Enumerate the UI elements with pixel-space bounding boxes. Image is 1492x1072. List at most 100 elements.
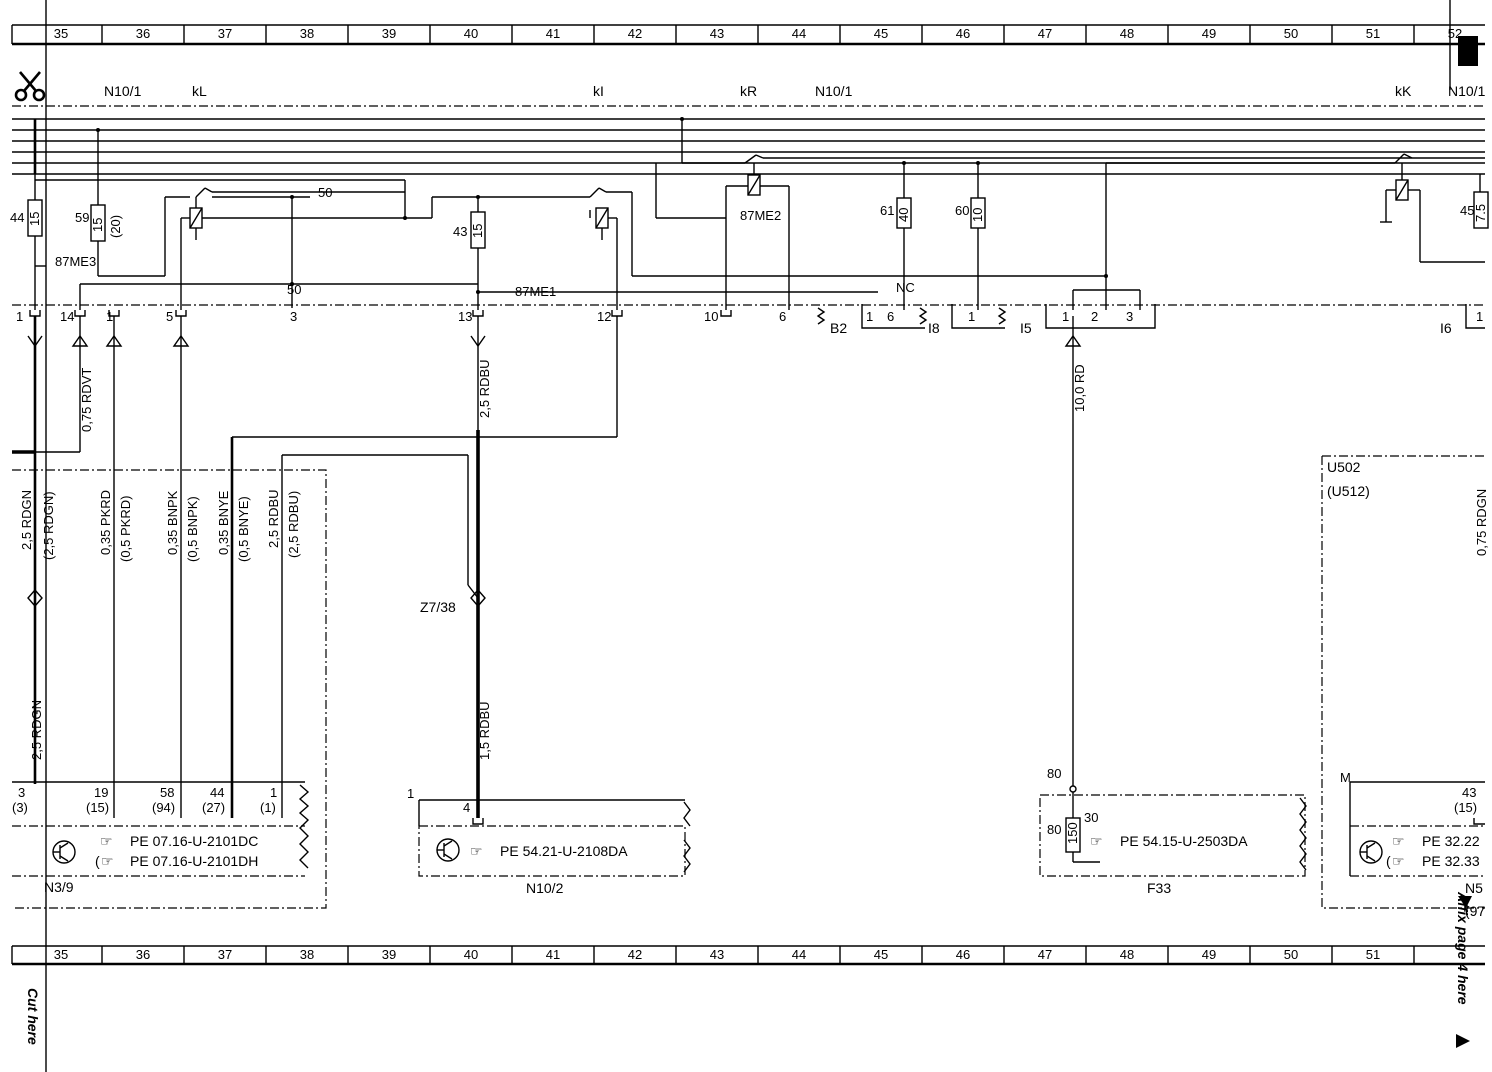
svg-text:87ME2: 87ME2 — [740, 208, 781, 223]
svg-text:6: 6 — [779, 309, 786, 324]
svg-text:☞: ☞ — [470, 843, 483, 859]
svg-text:I6: I6 — [1440, 320, 1452, 336]
svg-text:1: 1 — [866, 309, 873, 324]
cut-here-label: Cut here — [25, 988, 41, 1045]
bottom-ruler-number: 39 — [382, 947, 396, 962]
svg-text:(0,5 PKRD): (0,5 PKRD) — [118, 496, 133, 562]
module-f33: 80 30 150 80 ☞ PE 54.15-U-2503DA F33 — [1039, 766, 1307, 896]
label-n10-1-right: N10/1 — [1448, 83, 1486, 99]
svg-text:(0,5 BNPK): (0,5 BNPK) — [185, 496, 200, 562]
svg-text:PE 32.33: PE 32.33 — [1422, 853, 1480, 869]
top-ruler-number: 36 — [136, 26, 150, 41]
top-ruler-number: 37 — [218, 26, 232, 41]
svg-text:(U512): (U512) — [1327, 483, 1370, 499]
module-n3-9: 2,5 RDGN (2,5 RDGN) 0,35 PKRD (0,5 PKRD)… — [12, 469, 327, 909]
svg-text:6: 6 — [887, 309, 894, 324]
bottom-ruler-number: 47 — [1038, 947, 1052, 962]
top-ruler-number: 45 — [874, 26, 888, 41]
page-marker — [1458, 36, 1478, 66]
arrow-down-icon — [1458, 896, 1472, 908]
svg-text:2,5 RDGN: 2,5 RDGN — [29, 700, 44, 760]
top-ruler-number: 35 — [54, 26, 68, 41]
top-ruler-number: 49 — [1202, 26, 1216, 41]
svg-text:(3): (3) — [12, 800, 28, 815]
svg-text:3: 3 — [1126, 309, 1133, 324]
bottom-ruler-number: 42 — [628, 947, 642, 962]
svg-text:(20): (20) — [108, 215, 123, 238]
bottom-ruler-number: 46 — [956, 947, 970, 962]
svg-text:80: 80 — [1047, 822, 1061, 837]
label-n10-1-mid: N10/1 — [815, 83, 853, 99]
svg-text:☞: ☞ — [1090, 833, 1103, 849]
svg-text:I5: I5 — [1020, 320, 1032, 336]
bottom-ruler-number: 51 — [1366, 947, 1380, 962]
svg-text:45: 45 — [1460, 203, 1474, 218]
svg-text:B2: B2 — [830, 320, 847, 336]
bottom-ruler-number: 49 — [1202, 947, 1216, 962]
svg-text:44: 44 — [210, 785, 224, 800]
svg-text:(2,5 RDGN): (2,5 RDGN) — [41, 491, 56, 560]
svg-text:19: 19 — [94, 785, 108, 800]
svg-text:40: 40 — [896, 208, 911, 222]
svg-text:50: 50 — [318, 185, 332, 200]
bottom-ruler-number: 36 — [136, 947, 150, 962]
svg-text:Z7/38: Z7/38 — [420, 599, 456, 615]
svg-text:U502: U502 — [1327, 459, 1361, 475]
top-ruler-number: 51 — [1366, 26, 1380, 41]
transistor-icon-u502 — [1359, 840, 1383, 864]
bottom-ruler-number: 48 — [1120, 947, 1134, 962]
fuse-59: 15 (20) 59 87ME3 — [55, 128, 190, 277]
label-kr: kR — [740, 83, 757, 99]
svg-text:0,75 RDVT: 0,75 RDVT — [79, 368, 94, 432]
svg-text:15: 15 — [27, 212, 42, 226]
svg-text:(1): (1) — [260, 800, 276, 815]
relay-kr — [725, 154, 1485, 310]
svg-text:PE 07.16-U-2101DC: PE 07.16-U-2101DC — [130, 833, 258, 849]
top-ruler-number: 50 — [1284, 26, 1298, 41]
svg-text:2,5 RDBU: 2,5 RDBU — [266, 489, 281, 548]
svg-text:87ME1: 87ME1 — [515, 284, 556, 299]
arrow-right-icon — [1456, 1034, 1470, 1048]
svg-text:13: 13 — [458, 309, 472, 324]
svg-text:PE 54.15-U-2503DA: PE 54.15-U-2503DA — [1120, 833, 1248, 849]
bottom-ruler-number: 41 — [546, 947, 560, 962]
svg-text:2,5 RDBU: 2,5 RDBU — [477, 359, 492, 418]
svg-text:(: ( — [1386, 853, 1391, 869]
top-ruler-number: 41 — [546, 26, 560, 41]
svg-text:10,0 RD: 10,0 RD — [1072, 364, 1087, 412]
svg-text:☞: ☞ — [101, 853, 114, 869]
relay-ki — [589, 187, 1106, 310]
svg-text:15: 15 — [90, 218, 105, 232]
svg-text:3: 3 — [290, 309, 297, 324]
relay-kk — [1380, 153, 1485, 263]
svg-text:N10/2: N10/2 — [526, 880, 564, 896]
svg-text:1: 1 — [16, 309, 23, 324]
svg-text:0,75 RDGN: 0,75 RDGN — [1474, 489, 1489, 556]
fuse-44: 15 44 — [10, 174, 46, 310]
svg-text:44: 44 — [10, 210, 24, 225]
top-ruler-number: 40 — [464, 26, 478, 41]
module-n10-2: 1 4 ☞ PE 54.21-U-2108DA N10/2 — [407, 786, 691, 896]
svg-text:43: 43 — [453, 224, 467, 239]
svg-text:0,35 PKRD: 0,35 PKRD — [98, 490, 113, 555]
bottom-ruler-number: 44 — [792, 947, 806, 962]
svg-text:10: 10 — [970, 208, 985, 222]
relay-kl: 50 50 — [35, 179, 407, 310]
svg-text:2,5 RDGN: 2,5 RDGN — [19, 490, 34, 550]
svg-text:15: 15 — [470, 224, 485, 238]
svg-text:80: 80 — [1047, 766, 1061, 781]
bottom-ruler-number: 45 — [874, 947, 888, 962]
svg-text:(0,5 BNYE): (0,5 BNYE) — [236, 496, 251, 562]
svg-text:M: M — [1340, 770, 1351, 785]
top-ruler-number: 44 — [792, 26, 806, 41]
svg-text:☞: ☞ — [100, 833, 113, 849]
svg-text:N5: N5 — [1465, 880, 1483, 896]
svg-text:(97: (97 — [1465, 903, 1485, 919]
svg-text:PE 07.16-U-2101DH: PE 07.16-U-2101DH — [130, 853, 258, 869]
svg-text:NC: NC — [896, 280, 915, 295]
svg-text:61: 61 — [880, 203, 894, 218]
svg-text:(27): (27) — [202, 800, 225, 815]
svg-text:☞: ☞ — [1392, 853, 1405, 869]
